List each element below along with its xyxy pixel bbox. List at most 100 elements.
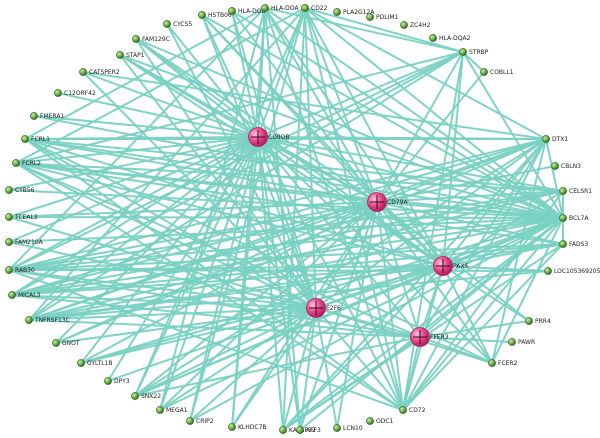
node-marker <box>54 89 62 97</box>
node-label: CYB56 <box>15 187 35 194</box>
edge-CD22-BCL7A <box>304 7 564 219</box>
node-loc105369205[interactable]: LOC105369205 <box>544 267 600 275</box>
edge-CATSPER2-DTX1 <box>82 71 547 140</box>
node-crip2[interactable]: CRIP2 <box>186 417 214 425</box>
node-rab30[interactable]: RAB30 <box>5 266 35 274</box>
node-pawr[interactable]: PAWR <box>508 338 535 346</box>
node-cd72[interactable]: CD72 <box>399 406 426 414</box>
node-prr4[interactable]: PRR4 <box>525 317 551 325</box>
edge-CD79A-HLA-DOA <box>264 7 378 203</box>
node-c12orf42[interactable]: C12ORF42 <box>54 89 96 97</box>
node-mega1[interactable]: MEGA1 <box>156 406 188 414</box>
node-dpy3[interactable]: DPY3 <box>104 377 130 385</box>
hub-node-cd79a[interactable]: CD79A <box>367 192 409 212</box>
node-tnfrsf13c[interactable]: TNFRSF13C <box>25 316 70 324</box>
node-fam210a[interactable]: FAM210A <box>5 238 44 246</box>
edge-CRIP2-BCL7A <box>189 217 564 422</box>
node-cyb56[interactable]: CYB56 <box>5 186 35 194</box>
node-marker <box>79 68 87 76</box>
edge-FFER3-FCER2 <box>419 336 493 364</box>
node-hla-doa[interactable]: HLA-DOA <box>261 4 299 12</box>
node-label: AFF3 <box>306 427 321 434</box>
edge-BCL7A-DTX1 <box>545 138 564 219</box>
edge-E2F6-FCRL1 <box>24 138 317 309</box>
node-label: PAWR <box>518 339 535 346</box>
node-label: KLHDC7B <box>238 424 267 431</box>
hub-label: FFER3 <box>430 334 449 341</box>
node-label: STRBP <box>469 49 489 56</box>
edge-FCRL1-BCL7A <box>24 138 564 219</box>
edge-FAM129C-BCL7A <box>135 38 564 219</box>
edge-CD9OB-CRIP2 <box>189 136 259 422</box>
node-gnot[interactable]: GNOT <box>52 339 80 347</box>
node-marker <box>156 406 164 414</box>
edge-CD9OB-KALRP32 <box>257 136 284 431</box>
edge-FAM210A-BCL7A <box>8 217 564 243</box>
node-marker <box>559 187 567 195</box>
node-fcrl2[interactable]: FCRL2 <box>12 159 41 167</box>
node-label: GNOT <box>62 340 80 347</box>
node-marker <box>459 48 467 56</box>
node-snx22[interactable]: SNX22 <box>131 392 161 400</box>
node-marker <box>480 68 488 76</box>
node-odc1[interactable]: ODC1 <box>366 417 394 425</box>
node-dtx1[interactable]: DTX1 <box>542 135 568 143</box>
node-label: ZC4H2 <box>410 22 431 29</box>
node-celsr1[interactable]: CELSR1 <box>559 187 592 195</box>
hub-node-e2f6[interactable]: E2F6 <box>306 298 342 318</box>
node-label: STAP1 <box>126 52 145 59</box>
node-marker <box>77 359 85 367</box>
edge-RAB30-CD72 <box>8 269 404 411</box>
node-fmera1[interactable]: FMERA1 <box>30 112 64 120</box>
node-strbp[interactable]: STRBP <box>459 48 489 56</box>
node-stap1[interactable]: STAP1 <box>116 51 145 59</box>
node-marker <box>8 291 16 299</box>
node-lcn10[interactable]: LCN10 <box>333 424 363 432</box>
hub-label: PAX5 <box>453 263 468 270</box>
node-fads3[interactable]: FADS3 <box>559 240 588 248</box>
node-catsper2[interactable]: CATSPER2 <box>79 68 120 76</box>
edge-CD22-KALRP32 <box>282 7 306 431</box>
edge-FFER3-SNX22 <box>134 336 421 397</box>
edge-E2F6-CD22 <box>304 7 317 309</box>
node-fcer2[interactable]: FCER2 <box>488 359 518 367</box>
crosshair-icon <box>370 195 384 209</box>
node-hla-dob[interactable]: HLA-DOB <box>228 7 266 15</box>
node-label: RAB30 <box>15 267 35 274</box>
node-cycs5[interactable]: CYCS5 <box>163 20 192 28</box>
edge-FFER3-DTX1 <box>419 138 547 338</box>
node-gyltl1b[interactable]: GYLTL1B <box>77 359 112 367</box>
hub-node-pax5[interactable]: PAX5 <box>433 256 469 276</box>
edge-MICAL3-FADS3 <box>11 243 564 296</box>
node-mical3[interactable]: MICAL3 <box>8 291 41 299</box>
hub-node-cd9ob[interactable]: CD9OB <box>248 127 290 147</box>
edge-E2F6-TNFRSF13C <box>28 307 317 321</box>
crosshair-icon <box>436 259 450 273</box>
node-marker <box>279 426 287 434</box>
node-hstb06[interactable]: HSTB06 <box>198 11 232 19</box>
node-bcl7a[interactable]: BCL7A <box>559 214 589 222</box>
node-fcrl1[interactable]: FCRL1 <box>21 135 50 143</box>
edge-STRBP-RAB30 <box>8 51 464 271</box>
node-aff3[interactable]: AFF3 <box>296 426 321 434</box>
hub-node-ffer3[interactable]: FFER3 <box>410 327 449 347</box>
node-fam129c[interactable]: FAM129C <box>132 35 170 43</box>
node-cbln3[interactable]: CBLN3 <box>551 162 581 170</box>
node-marker <box>186 417 194 425</box>
node-cobll1[interactable]: COBLL1 <box>480 68 514 76</box>
node-hla-dqa2[interactable]: HLA-DQA2 <box>429 34 471 42</box>
node-zc4h2[interactable]: ZC4H2 <box>400 21 431 29</box>
node-pdlim1[interactable]: PDLIM1 <box>366 13 399 21</box>
node-marker <box>30 112 38 120</box>
edge-STAP1-BCL7A <box>119 54 564 219</box>
edge-PAX5-FCER2 <box>442 265 493 364</box>
node-cd22[interactable]: CD22 <box>301 4 328 12</box>
node-tceal3[interactable]: TCEAL3 <box>5 213 38 221</box>
node-klhdc7b[interactable]: KLHDC7B <box>228 423 267 431</box>
node-pla2g12a[interactable]: PLA2G12A <box>333 8 375 16</box>
edge-CD22-FCRL2 <box>15 7 306 164</box>
node-label: HLA-DOB <box>238 8 266 15</box>
edge-MEGA1-BCL7A <box>159 217 564 411</box>
node-label: TNFRSF13C <box>34 317 70 324</box>
